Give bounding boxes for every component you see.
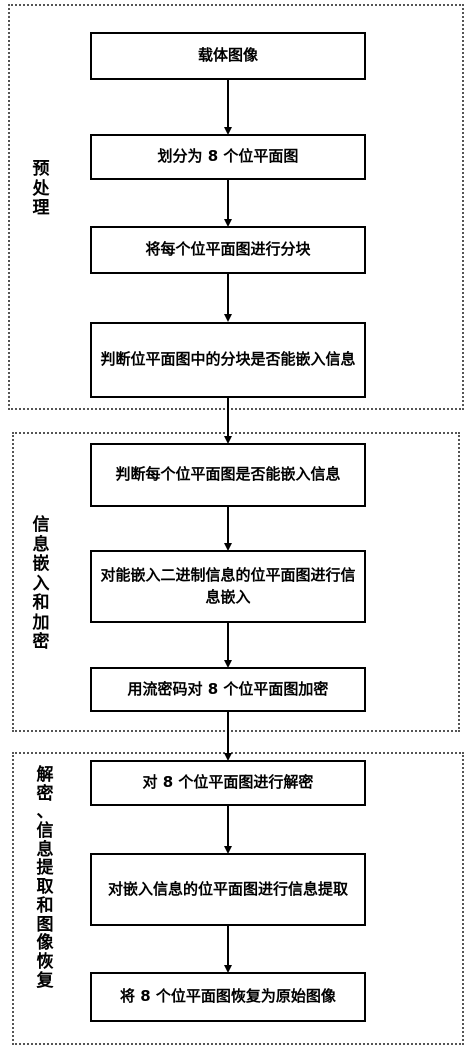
step-extract-info: 对嵌入信息的位平面图进行信息提取	[90, 853, 366, 926]
step-decrypt-bit-planes: 对 8 个位平面图进行解密	[90, 760, 366, 806]
step-split-bit-planes: 划分为 8 个位平面图	[90, 134, 366, 180]
step-check-planes-embeddable: 判断每个位平面图是否能嵌入信息	[90, 443, 366, 507]
step-stream-cipher-encrypt: 用流密码对 8 个位平面图加密	[90, 667, 366, 712]
step-embed-binary-info: 对能嵌入二进制信息的位平面图进行信息嵌入	[90, 550, 366, 623]
step-carrier-image: 载体图像	[90, 32, 366, 80]
embedding-encryption-label: 信息嵌入和加密	[32, 515, 50, 653]
decryption-extraction-recovery-label: 解密、信息提取和图像恢复	[36, 765, 54, 991]
step-block-bit-planes: 将每个位平面图进行分块	[90, 226, 366, 274]
preprocessing-group	[8, 4, 464, 410]
preprocessing-label: 预处理	[32, 159, 50, 219]
embedding-encryption-group	[12, 432, 460, 732]
decryption-extraction-recovery-group	[12, 752, 464, 1045]
step-restore-original-image: 将 8 个位平面图恢复为原始图像	[90, 972, 366, 1022]
step-check-blocks-embeddable: 判断位平面图中的分块是否能嵌入信息	[90, 322, 366, 398]
